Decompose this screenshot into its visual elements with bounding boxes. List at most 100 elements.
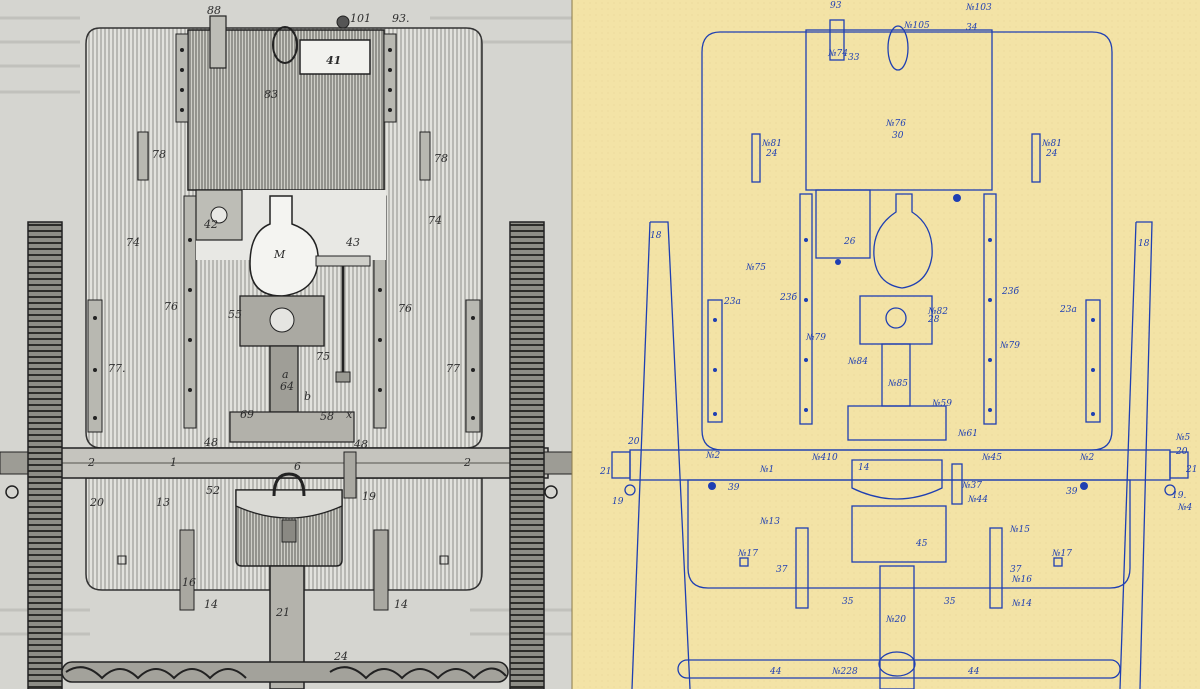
label-r23b-left: 23б [779,292,797,303]
label-r14: 14 [858,463,870,473]
label-13: 13 [156,496,170,509]
label-21: 21 [275,606,290,619]
engraving-panel: 88 101 93. 41 83 78 78 74 74 42 43 M 76 … [0,0,573,689]
label-20: 20 [89,496,104,509]
label-r13: №13 [759,517,780,527]
label-r74: №74 [827,49,848,59]
label-r228: №228 [831,667,858,677]
label-r20-left: 20 [627,437,640,447]
label-r4: №4 [1177,503,1193,513]
label-r84: №84 [847,357,868,367]
label-r37-left: 37 [776,565,788,575]
label-78-left: 78 [152,148,166,161]
label-r103: №103 [965,3,992,13]
label-r21-left: 21 [599,467,611,477]
label-r82: №82 [927,307,948,317]
label-52: 52 [206,484,220,497]
label-r24-left: 24 [765,149,778,159]
label-r45-top: №45 [981,453,1002,463]
label-r75: №75 [745,263,766,273]
label-r21-right: 21 [1185,465,1197,475]
label-58: 58 [320,410,334,423]
label-76-right: 76 [398,302,412,315]
label-r23b-right: 23б [1001,286,1019,297]
label-r105: №105 [903,21,930,31]
blueprint-labels: 93 №103 №105 34 №74 33 №76 30 №81 24 №81… [599,1,1197,677]
label-r17-left: №17 [737,549,758,559]
label-6: 6 [294,460,301,473]
label-r20-right: 20 [1175,447,1188,457]
label-14-right: 14 [394,598,408,611]
label-r1: №1 [759,465,774,475]
label-88: 88 [207,4,221,17]
label-r35-right: 35 [944,597,956,607]
label-48-right: 48 [353,438,368,451]
label-19: 19 [362,490,376,503]
blueprint-panel: 93 №103 №105 34 №74 33 №76 30 №81 24 №81… [571,0,1200,689]
label-r37-right: 37 [1010,565,1022,575]
label-r14-bottom: №14 [1011,599,1032,609]
label-r45: 45 [915,539,928,549]
label-14-left: 14 [204,598,218,611]
label-74-right: 74 [428,214,442,227]
label-1: 1 [170,456,177,469]
label-2-right: 2 [463,456,471,469]
label-42: 42 [203,218,218,231]
label-77-left: 77. [108,362,126,375]
label-r59: №59 [931,399,952,409]
label-r39-left: 39 [728,483,740,493]
engraving-labels: 88 101 93. 41 83 78 78 74 74 42 43 M 76 … [87,4,471,663]
label-r85: №85 [887,379,908,389]
label-r39-right: 39 [1066,487,1078,497]
label-2-left: 2 [87,456,95,469]
label-r93: 93 [830,1,842,11]
label-r5: №5 [1175,433,1191,443]
label-64: 64 [280,380,294,393]
label-r18-right: 18 [1138,239,1150,249]
label-r35-left: 35 [842,597,854,607]
label-r410: №410 [811,453,838,463]
label-r17-right: №17 [1051,549,1072,559]
label-M: M [273,248,286,261]
label-93: 93. [392,12,410,25]
label-r76: №76 [885,119,906,129]
label-24: 24 [333,650,348,663]
label-r19-right: 19. [1172,491,1186,501]
label-83: 83 [264,88,278,101]
label-r81-right: №81 [1041,139,1062,149]
label-43: 43 [345,236,360,249]
label-r23a-left: 23a [723,297,741,307]
label-r79-left: №79 [805,333,826,343]
label-r30: 30 [892,131,904,141]
label-r19-left: 19 [612,497,624,507]
label-76-left: 76 [164,300,178,313]
label-77-right: 77 [446,362,460,375]
label-r16: №16 [1011,575,1032,585]
label-78-right: 78 [434,152,448,165]
label-b: b [304,390,311,403]
label-a: a [282,368,289,381]
label-x: x [346,408,353,421]
label-r15: №15 [1009,525,1030,535]
label-r61: №61 [957,429,978,439]
label-69: 69 [240,408,254,421]
label-101: 101 [350,12,371,25]
label-48-left: 48 [203,436,218,449]
label-r44-right: 44 [967,667,980,677]
label-r34: 34 [966,23,978,33]
label-r81-left: №81 [761,139,782,149]
label-r23a-right: 23a [1059,305,1077,315]
label-r26: 26 [843,237,856,247]
label-75: 75 [316,350,330,363]
label-r20-bottom: №20 [885,615,906,625]
label-r44-mid: №44 [967,495,988,505]
label-41: 41 [326,54,341,67]
label-r18-left: 18 [650,231,662,241]
label-r79-right: №79 [999,341,1020,351]
label-r44-left: 44 [769,667,782,677]
label-r2-left: №2 [705,451,721,461]
label-16: 16 [182,576,196,589]
label-55: 55 [228,308,242,321]
label-r24-right: 24 [1045,149,1058,159]
